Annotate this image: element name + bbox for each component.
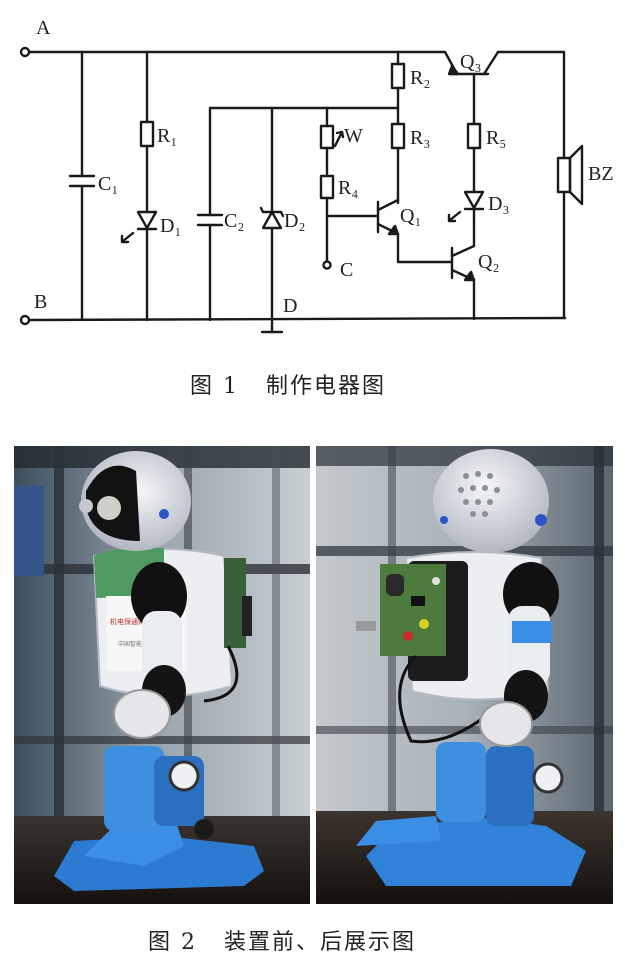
label-probe-c: C <box>340 259 353 281</box>
label-b: B <box>34 291 47 313</box>
label-q2: Q₂ <box>478 251 499 273</box>
robot-front-photo: 机电保通知机器人 中国智能科技创新服务 <box>14 446 310 904</box>
label-r5: R₅ <box>486 127 506 149</box>
label-r3: R₃ <box>410 127 430 149</box>
circuit-diagram: A B C₁ R₁ D₁ C₂ D₂ D W R₄ C R₂ R₃ Q₁ Q₃ … <box>19 17 614 334</box>
figure-1-caption: 图 1 制作电器图 <box>190 374 386 399</box>
label-d2: D₂ <box>284 210 305 232</box>
label-w: W <box>344 125 363 147</box>
label-node-d: D <box>283 295 297 317</box>
label-q3: Q₃ <box>460 51 481 73</box>
robot-back-photo <box>316 446 613 904</box>
label-q1: Q₁ <box>400 205 421 227</box>
label-c2: C₂ <box>224 210 244 232</box>
label-r1: R₁ <box>157 125 177 147</box>
label-a: A <box>36 17 51 39</box>
label-c1: C₁ <box>98 173 118 195</box>
label-d1: D₁ <box>160 215 181 237</box>
front-chest-text-1: 机电保通知机器人 <box>110 617 166 626</box>
label-bz: BZ <box>588 163 614 185</box>
figure-2-caption: 图 2 装置前、后展示图 <box>148 930 416 955</box>
label-d3: D₃ <box>488 193 509 215</box>
label-r4: R₄ <box>338 177 358 199</box>
label-r2: R₂ <box>410 67 430 89</box>
